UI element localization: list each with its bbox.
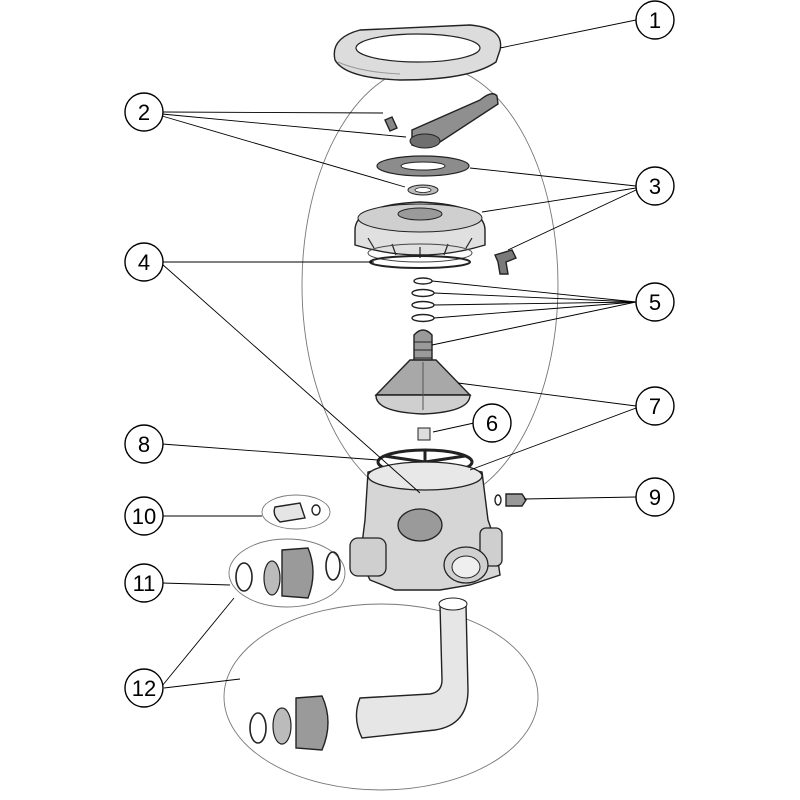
callout-label: 2 [138, 100, 150, 125]
shaft-o-rings [411, 277, 435, 323]
callout-10: 10 [124, 496, 164, 536]
callout-label: 1 [649, 8, 661, 33]
pressure-gauge-fitting [494, 493, 527, 507]
callout-3: 3 [635, 166, 675, 206]
union-set [235, 547, 341, 599]
handle-pin [384, 116, 398, 132]
selector-lever [494, 249, 517, 275]
callout-label: 12 [132, 676, 156, 701]
valve-cover [354, 201, 486, 263]
callout-label: 4 [138, 250, 150, 275]
drain-plug [273, 502, 321, 523]
locking-ring [333, 24, 502, 81]
callout-7: 7 [635, 386, 675, 426]
callout-9: 9 [635, 477, 675, 517]
elbow-kit [249, 597, 469, 751]
union-set-ellipse [228, 538, 346, 608]
callout-label: 8 [138, 432, 150, 457]
callout-label: 7 [649, 394, 661, 419]
callout-8: 8 [124, 424, 164, 464]
callout-label: 9 [649, 485, 661, 510]
callout-4: 4 [124, 242, 164, 282]
handle [409, 93, 499, 149]
valve-body [349, 461, 503, 591]
callout-2: 2 [124, 92, 164, 132]
callout-6: 6 [472, 403, 512, 443]
washer [407, 184, 439, 196]
callout-label: 6 [486, 411, 498, 436]
rotor [374, 359, 472, 415]
callout-label: 3 [649, 174, 661, 199]
callout-1: 1 [635, 0, 675, 40]
drain-plug-ellipse [261, 494, 331, 530]
elbow-kit-ellipse [223, 603, 539, 791]
spring-pin [417, 427, 431, 441]
callout-12: 12 [124, 668, 164, 708]
callout-label: 5 [649, 290, 661, 315]
callout-label: 10 [132, 504, 156, 529]
leader-lines [161, 19, 637, 689]
callout-5: 5 [635, 282, 675, 322]
callout-11: 11 [124, 563, 164, 603]
cover-gasket [376, 155, 470, 177]
callout-label: 11 [133, 571, 156, 596]
